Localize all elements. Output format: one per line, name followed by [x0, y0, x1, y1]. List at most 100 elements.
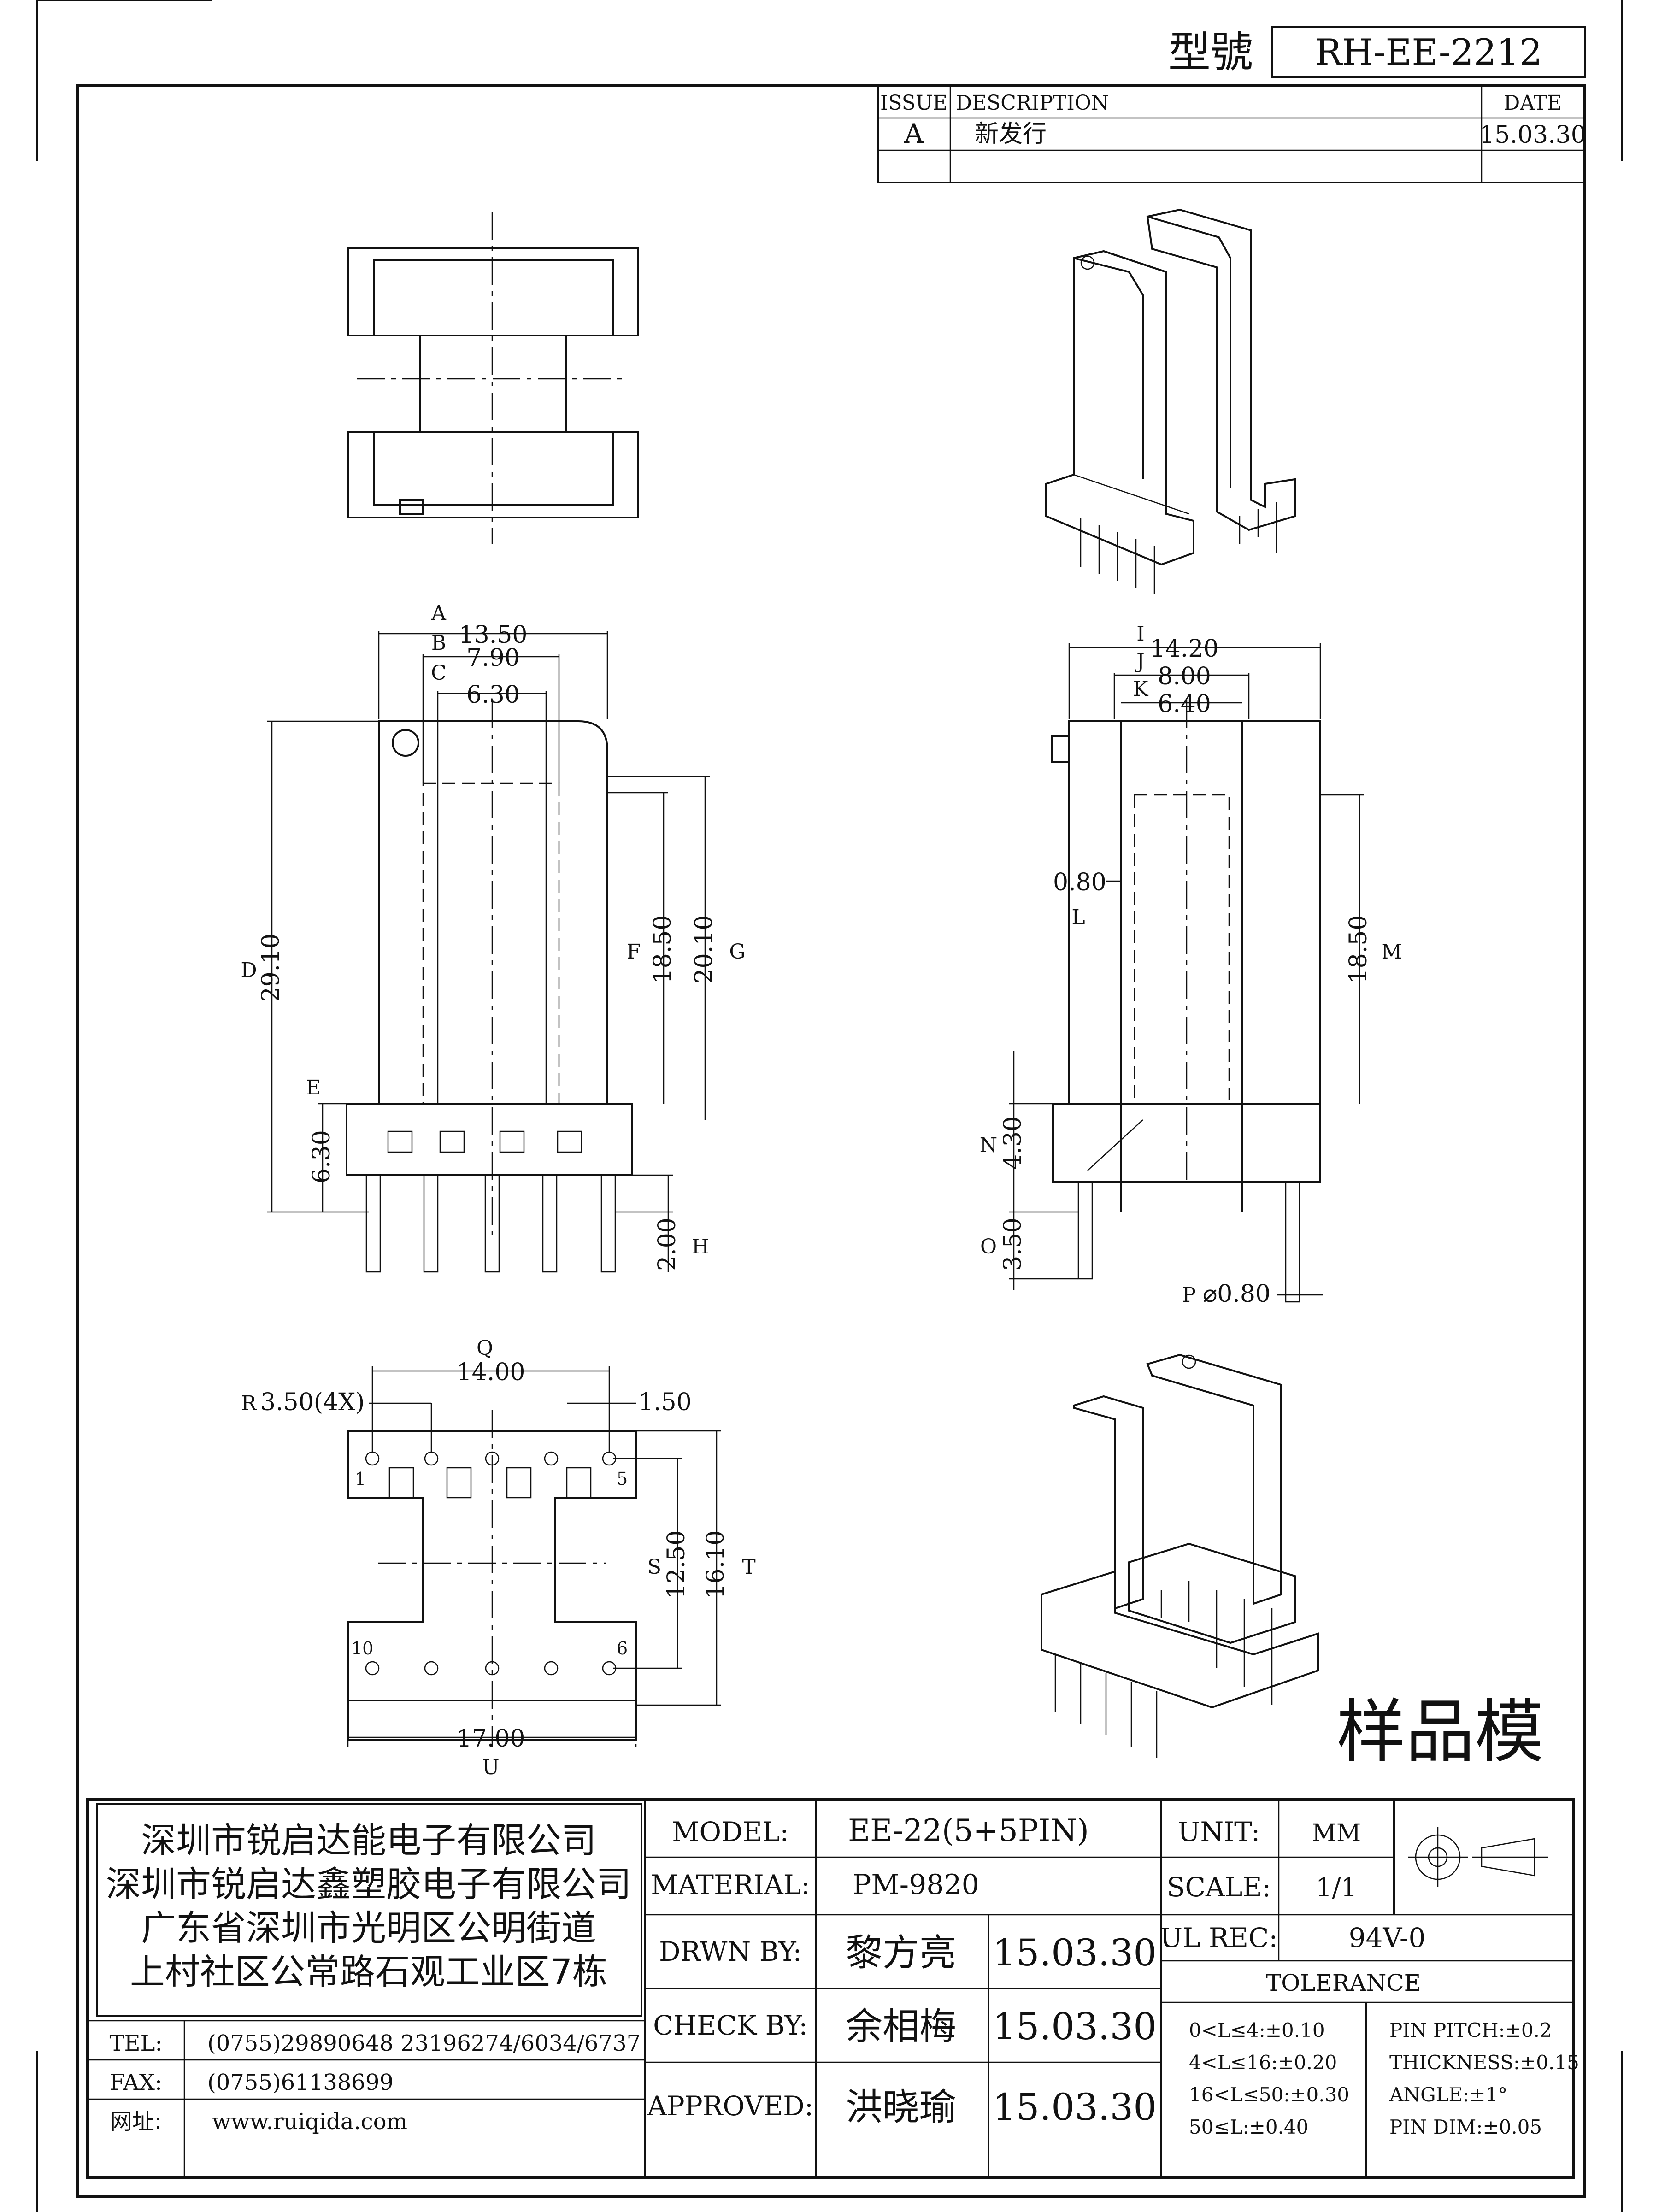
fax-value: (0755)61138699 — [207, 2070, 394, 2095]
revision-description: 新发行 — [975, 120, 1047, 148]
drawn-label: DRWN BY: — [659, 1936, 802, 1967]
revision-issue: A — [904, 118, 924, 149]
tolerance-right-3: ANGLE:±1° — [1389, 2083, 1507, 2106]
model-number-value: RH-EE-2212 — [1315, 32, 1542, 73]
pin-number-5: 5 — [617, 1469, 628, 1489]
web-label: 网址: — [110, 2109, 162, 2135]
dim-C-value: 6.30 — [466, 681, 520, 709]
tolerance-title: TOLERANCE — [1266, 1970, 1421, 1996]
dim-H-letter: H — [692, 1235, 709, 1259]
tolerance-left-1: 0<L≤4:±0.10 — [1189, 2019, 1325, 2041]
unit-label: UNIT: — [1178, 1816, 1260, 1847]
dim-F-letter: F — [627, 940, 641, 964]
dim-U-value: 17.00 — [457, 1725, 525, 1753]
dim-B-value: 7.90 — [466, 644, 520, 672]
dim-K-letter: K — [1133, 677, 1149, 701]
dim-T-letter: T — [742, 1555, 755, 1579]
revision-table: ISSUE DESCRIPTION DATE A 新发行 15.03.30 — [877, 85, 1586, 183]
dim-A-value: 13.50 — [459, 621, 528, 649]
dim-P-value: ⌀0.80 — [1203, 1280, 1271, 1308]
dim-T-value: 16.10 — [702, 1530, 729, 1599]
front-view-pins — [365, 1174, 616, 1273]
dim-J-letter: J — [1135, 650, 1145, 673]
tolerance-right-2: THICKNESS:±0.15 — [1389, 2051, 1579, 2074]
dim-H-value: 2.00 — [653, 1218, 681, 1271]
check-by: 余相梅 — [846, 2005, 956, 2048]
top-view — [347, 212, 639, 544]
side-view-dimensions: 14.20 8.00 6.40 I J K 0.80 L 18.50 M 4.3… — [980, 622, 1402, 1308]
tel-value: (0755)29890648 23196274/6034/6737 — [207, 2030, 641, 2056]
front-view-dimensions: 13.50 7.90 6.30 A B C 29.10 D 6.30 E 18.… — [241, 601, 746, 1272]
ul-label: UL REC: — [1160, 1922, 1278, 1953]
tolerance-left-3: 16<L≤50:±0.30 — [1189, 2083, 1349, 2106]
dim-G-letter: G — [729, 940, 745, 964]
revision-header-description: DESCRIPTION — [956, 91, 1109, 115]
company-line-4: 上村社区公常路石观工业区7栋 — [130, 1951, 607, 1992]
title-block: 深圳市锐启达能电子有限公司 深圳市锐启达鑫塑胶电子有限公司 广东省深圳市光明区公… — [86, 1798, 1579, 2179]
scale-label: SCALE: — [1167, 1871, 1271, 1903]
dim-B-letter: B — [431, 631, 446, 655]
company-line-2: 深圳市锐启达鑫塑胶电子有限公司 — [106, 1864, 631, 1905]
dim-E-value: 6.30 — [308, 1130, 335, 1183]
dim-R-value: 3.50(4X) — [260, 1388, 365, 1416]
dim-pitch-value: 1.50 — [638, 1388, 692, 1416]
isometric-view-top — [1045, 208, 1296, 594]
sample-mold-stamp: 样品模 — [1336, 1692, 1544, 1772]
dim-Q-value: 14.00 — [457, 1359, 525, 1386]
dim-Q-letter: Q — [477, 1336, 493, 1360]
dim-L-letter: L — [1071, 906, 1085, 929]
dim-M-value: 18.50 — [1345, 915, 1372, 984]
material-label: MATERIAL: — [651, 1869, 810, 1900]
revision-header-date: DATE — [1504, 91, 1562, 115]
pin-number-6: 6 — [617, 1638, 628, 1659]
revision-date: 15.03.30 — [1479, 121, 1586, 149]
dim-E-letter: E — [306, 1076, 321, 1100]
dim-N-letter: N — [980, 1134, 998, 1157]
dim-O-value: 3.50 — [999, 1218, 1027, 1271]
web-value: www.ruiqida.com — [212, 2109, 407, 2135]
ul-value: 94V-0 — [1349, 1922, 1426, 1953]
pin-number-10: 10 — [351, 1638, 373, 1659]
approved-label: APPROVED: — [647, 2090, 813, 2122]
drawn-date: 15.03.30 — [993, 1931, 1157, 1974]
side-view — [1051, 700, 1321, 1303]
dim-K-value: 6.40 — [1158, 690, 1211, 718]
bottom-view-dimensions: 14.00 Q R 3.50(4X) 1.50 12.50 S 16.10 T … — [241, 1336, 755, 1779]
company-line-3: 广东省深圳市光明区公明街道 — [141, 1907, 596, 1948]
dim-D-value: 29.10 — [257, 934, 285, 1002]
model-value: EE-22(5+5PIN) — [848, 1813, 1089, 1848]
check-label: CHECK BY: — [653, 2010, 808, 2041]
pin-number-1: 1 — [355, 1469, 366, 1489]
fax-label: FAX: — [110, 2070, 162, 2095]
dim-M-letter: M — [1381, 940, 1402, 964]
dim-P-letter: P — [1182, 1283, 1196, 1307]
approved-by: 洪晓瑜 — [846, 2086, 956, 2129]
model-number-box: 型號 RH-EE-2212 — [1168, 26, 1586, 78]
projection-symbol-icon — [1408, 1827, 1548, 1887]
unit-value: MM — [1312, 1819, 1361, 1847]
dim-S-value: 12.50 — [663, 1530, 690, 1599]
dim-U-letter: U — [482, 1756, 499, 1779]
dim-N-value: 4.30 — [999, 1116, 1027, 1170]
tolerance-left-4: 50≤L:±0.40 — [1189, 2116, 1308, 2138]
isometric-view-bottom — [1041, 1353, 1319, 1758]
dim-A-letter: A — [431, 601, 447, 625]
dim-S-letter: S — [647, 1555, 661, 1579]
dim-R-letter: R — [241, 1392, 257, 1415]
dim-L-value: 0.80 — [1053, 869, 1106, 896]
approved-date: 15.03.30 — [993, 2086, 1157, 2129]
dim-I-value: 14.20 — [1150, 635, 1219, 663]
dim-C-letter: C — [431, 661, 447, 685]
material-value: PM-9820 — [853, 1869, 979, 1901]
scale-value: 1/1 — [1316, 1873, 1357, 1903]
front-view — [346, 700, 633, 1273]
dim-G-value: 20.10 — [690, 915, 718, 984]
tolerance-left-2: 4<L≤16:±0.20 — [1189, 2051, 1337, 2074]
model-number-label: 型號 — [1168, 28, 1253, 77]
dim-F-value: 18.50 — [649, 915, 677, 984]
company-line-1: 深圳市锐启达能电子有限公司 — [141, 1820, 596, 1861]
tolerance-right-4: PIN DIM:±0.05 — [1389, 2116, 1542, 2138]
tolerance-right-1: PIN PITCH:±0.2 — [1389, 2019, 1552, 2041]
bottom-view: 1 5 10 6 — [347, 1410, 637, 1747]
